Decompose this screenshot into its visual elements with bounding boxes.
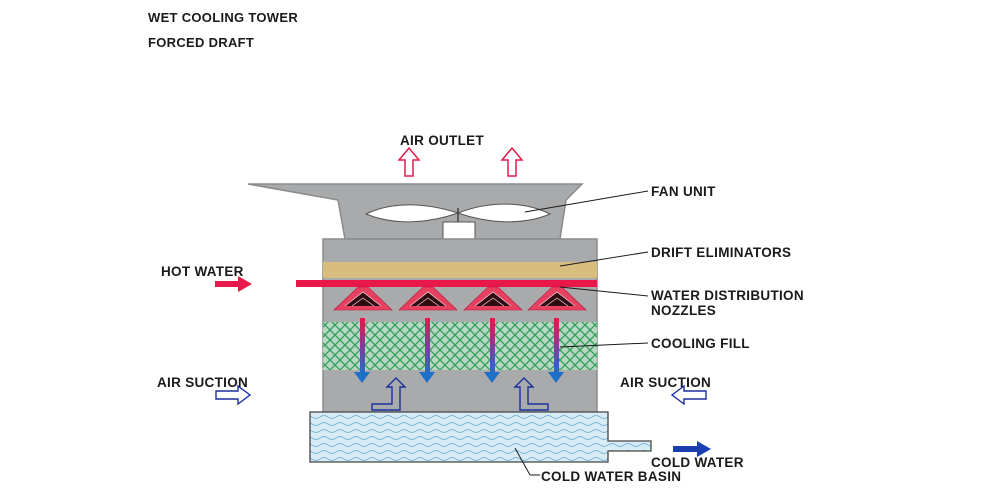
drift-eliminator-layer <box>323 262 597 278</box>
cooling-fill <box>323 322 597 370</box>
air-suction-arrow-left <box>215 384 252 406</box>
water-distribution-nozzles-label-line1: WATER DISTRIBUTION <box>651 288 804 303</box>
air-suction-right-label: AIR SUCTION <box>620 375 711 390</box>
drift-eliminators-label: DRIFT ELIMINATORS <box>651 245 791 260</box>
fan-blades <box>364 203 552 240</box>
hot-water-pipe <box>296 280 597 287</box>
air-suction-left-label: AIR SUCTION <box>157 375 248 390</box>
diagram-title-line2: FORCED DRAFT <box>148 35 255 50</box>
air-suction-arrow-right <box>670 384 707 406</box>
leader-lines <box>514 190 649 476</box>
water-distribution-nozzles-label-line2: NOZZLES <box>651 303 716 318</box>
cold-water-basin-label: COLD WATER BASIN <box>541 469 681 484</box>
hot-water-label: HOT WATER <box>161 264 244 279</box>
air-upflow-arrows <box>371 377 549 411</box>
cooling-fill-label: COOLING FILL <box>651 336 750 351</box>
hot-water-arrow <box>215 276 252 292</box>
cold-water-basin <box>309 411 652 463</box>
cold-water-arrow <box>673 441 711 457</box>
air-outlet-arrows <box>397 146 524 177</box>
cold-water-label: COLD WATER <box>651 455 744 470</box>
air-outlet-label: AIR OUTLET <box>400 133 484 148</box>
diagram-title-line1: WET COOLING TOWER <box>148 10 299 25</box>
water-flow-arrows <box>354 318 564 383</box>
fan-unit-label: FAN UNIT <box>651 184 716 199</box>
